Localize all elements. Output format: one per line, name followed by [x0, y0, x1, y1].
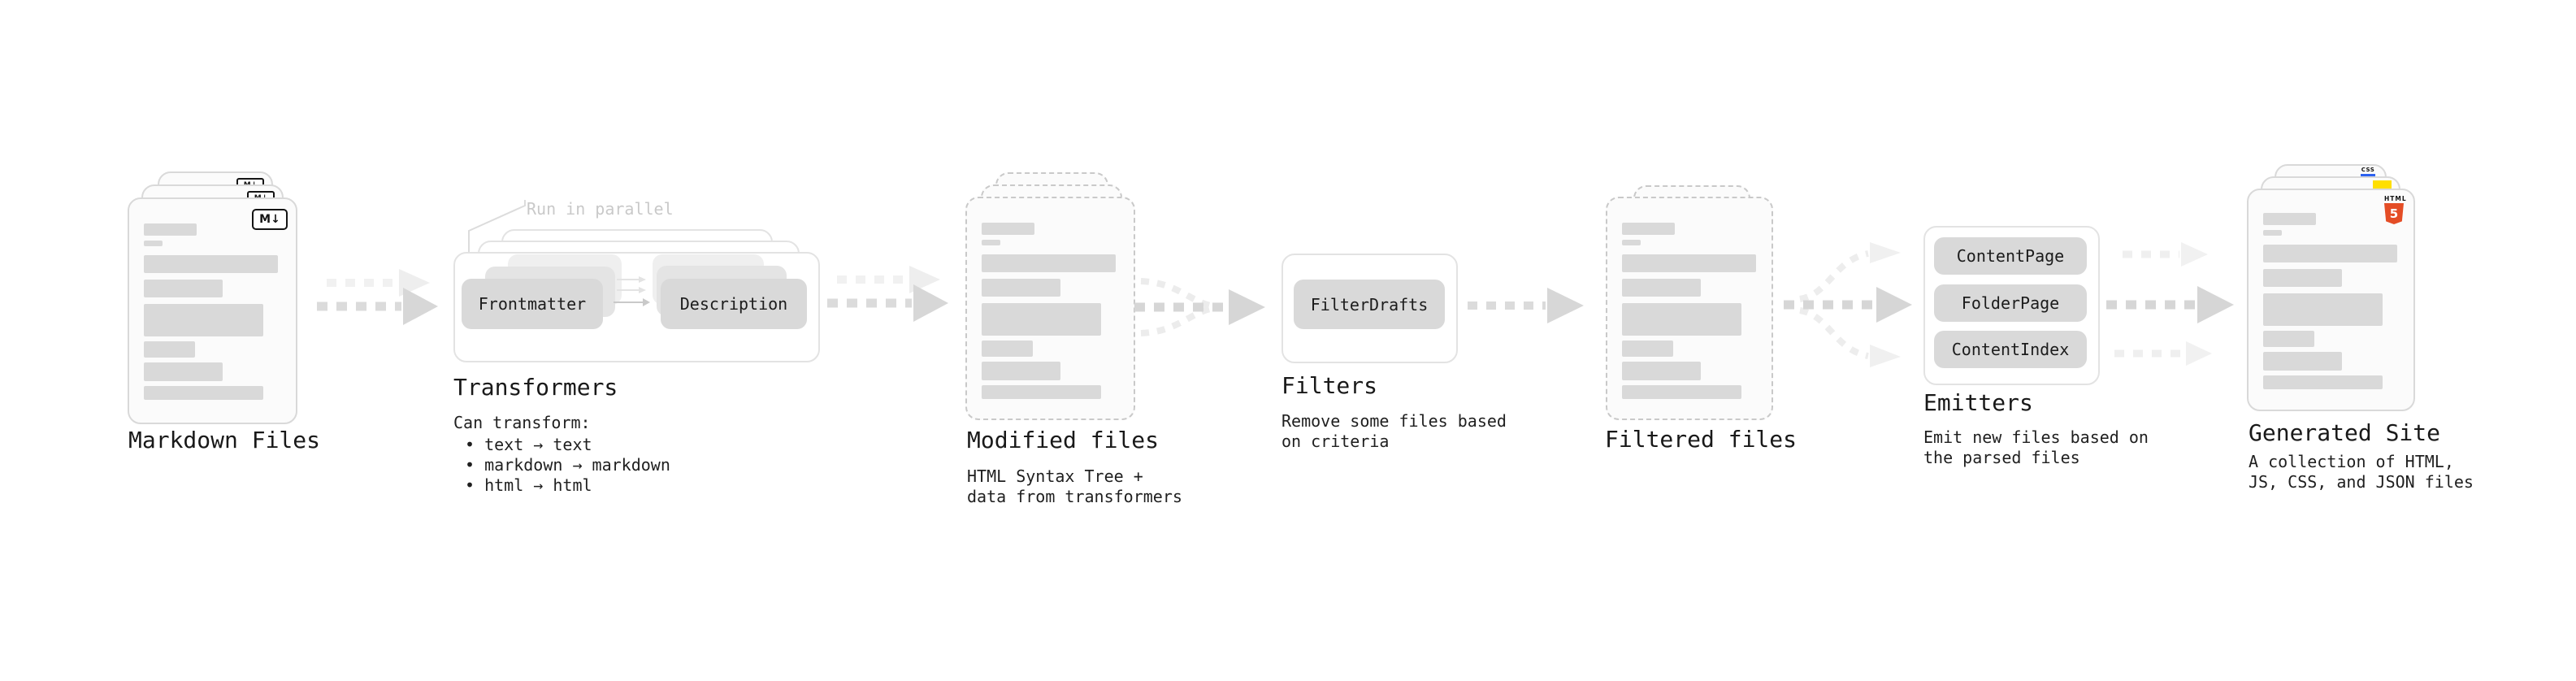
file-card-front: HTML 5: [2247, 189, 2415, 411]
placeholder-bar: [982, 240, 1000, 245]
ghost-arrow: [837, 266, 940, 293]
html5-icon-label: HTML: [2384, 195, 2407, 202]
placeholder-bar: [2263, 269, 2342, 287]
modified-files-desc: data from transformers: [967, 487, 1182, 506]
frontmatter-pill: Frontmatter: [462, 279, 603, 329]
placeholder-bar: [982, 385, 1101, 399]
placeholder-bar: [982, 362, 1060, 380]
placeholder-bar: [1622, 279, 1701, 297]
description-pill: Description: [661, 279, 807, 329]
placeholder-bar: [982, 279, 1060, 297]
placeholder-bar: [144, 386, 263, 400]
filtered-files-label: Filtered files: [1605, 426, 1798, 453]
css-file-icon: CSS: [2359, 167, 2377, 176]
modified-files-label: Modified files: [967, 427, 1160, 453]
file-card-front: [965, 197, 1135, 420]
placeholder-bar: [1622, 240, 1641, 245]
placeholder-bar: [144, 255, 278, 273]
markdown-files-label: Markdown Files: [128, 427, 321, 453]
html5-icon-number: 5: [2389, 206, 2399, 221]
placeholder-bar: [2263, 213, 2316, 225]
arrow-emitters-to-generated: [2106, 242, 2234, 366]
placeholder-bar: [982, 254, 1116, 272]
placeholder-bar: [1622, 223, 1675, 235]
parallel-mini-arrows: [614, 276, 650, 306]
placeholder-bar: [2263, 375, 2383, 389]
generated-site-stack: CSS HTML 5: [2247, 164, 2415, 411]
emitters-desc: Emit new files based on: [1923, 427, 2149, 447]
arrow-transformers-to-modified: [827, 266, 948, 322]
placeholder-bar: [2263, 293, 2383, 326]
placeholder-bar: [144, 304, 263, 336]
transformers-desc-title: Can transform:: [453, 413, 591, 432]
placeholder-bar: [982, 340, 1033, 357]
modified-files-stack: [965, 172, 1135, 420]
folderpage-pill: FolderPage: [1934, 284, 2087, 322]
generated-site-desc: JS, CSS, and JSON files: [2249, 472, 2474, 492]
emitters-desc: the parsed files: [1923, 448, 2080, 467]
modified-files-desc: HTML Syntax Tree +: [967, 466, 1143, 486]
main-arrow: [317, 288, 438, 325]
run-in-parallel-leader-line: [468, 200, 526, 252]
placeholder-bar: [1622, 303, 1741, 336]
file-card-front: [1606, 197, 1773, 420]
transformers-bullet: • markdown → markdown: [465, 455, 670, 475]
html5-file-icon: HTML 5: [2384, 195, 2407, 224]
placeholder-bar: [2263, 352, 2342, 371]
html5-icon-shield: 5: [2384, 203, 2404, 224]
placeholder-bar: [982, 303, 1101, 336]
placeholder-bar: [144, 223, 197, 236]
transformers-label: Transformers: [453, 374, 618, 401]
placeholder-bar: [1622, 362, 1701, 380]
ghost-arrow: [327, 269, 430, 297]
main-arrow: [827, 284, 948, 322]
arrow-filters-to-filtered: [1468, 288, 1584, 323]
placeholder-bar: [1622, 340, 1673, 357]
placeholder-bar: [144, 280, 223, 297]
filters-label: Filters: [1281, 372, 1378, 399]
placeholder-bar: [1622, 254, 1756, 272]
placeholder-bar: [144, 362, 223, 381]
markdown-icon: M↓: [252, 209, 288, 230]
arrow-filtered-to-emitters: [1784, 242, 1912, 367]
file-card-front: M↓: [128, 197, 297, 424]
placeholder-bar: [2263, 245, 2397, 262]
css-icon-underline: [2361, 174, 2375, 176]
filtered-files-stack: [1606, 185, 1773, 420]
arrow-markdown-to-transformers: [317, 269, 438, 325]
markdown-files-stack: M↓ M↓ M↓: [128, 171, 297, 424]
filters-desc: Remove some files based: [1281, 411, 1507, 431]
filterdrafts-pill: FilterDrafts: [1294, 280, 1445, 329]
placeholder-bar: [2263, 230, 2282, 236]
placeholder-bar: [144, 341, 195, 358]
emitters-label: Emitters: [1923, 389, 2033, 416]
arrow-modified-to-filters: [1134, 278, 1265, 336]
contentindex-pill: ContentIndex: [1934, 331, 2087, 368]
filters-desc: on criteria: [1281, 432, 1390, 451]
generated-site-desc: A collection of HTML,: [2249, 452, 2454, 471]
run-in-parallel-label: Run in parallel: [527, 199, 674, 219]
transformers-bullet: • text → text: [465, 435, 592, 454]
placeholder-bar: [144, 241, 163, 246]
placeholder-bar: [1622, 385, 1741, 399]
transformers-bullet: • html → html: [465, 475, 592, 495]
placeholder-bar: [982, 223, 1034, 235]
css-icon-label: CSS: [2361, 167, 2375, 173]
contentpage-pill: ContentPage: [1934, 237, 2087, 275]
placeholder-bar: [2263, 331, 2314, 347]
generated-site-label: Generated Site: [2249, 419, 2441, 446]
